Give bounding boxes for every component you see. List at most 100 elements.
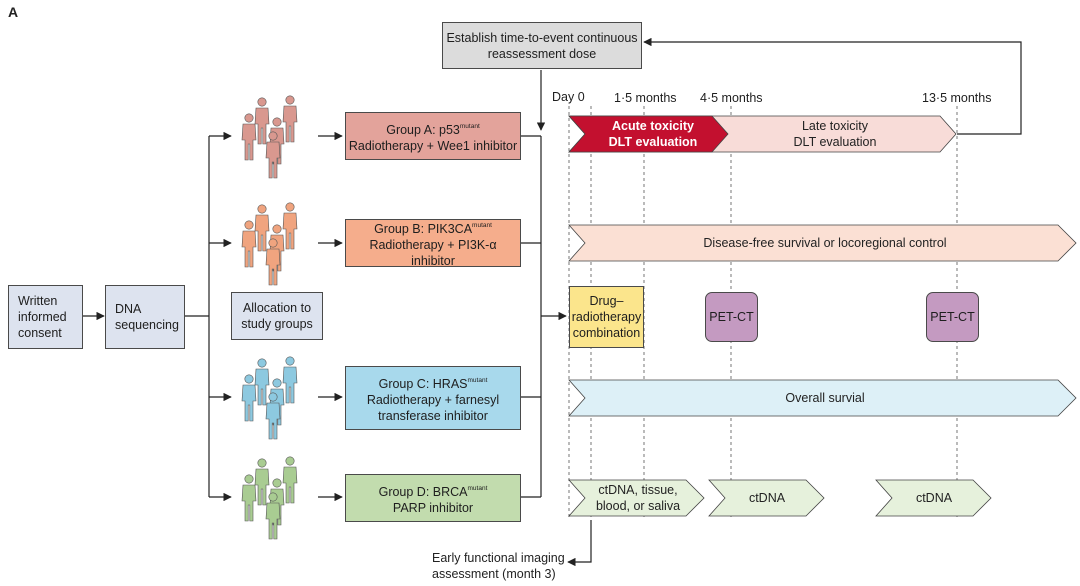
people-group-a-icon — [241, 95, 298, 179]
footer-line-2: assessment (month 3) — [432, 567, 556, 581]
late-toxicity-text: Late toxicity DLT evaluation — [760, 116, 910, 152]
group-c-name: Group C: HRAS — [378, 376, 468, 391]
group-b-name: Group B: PIK3CA — [374, 221, 473, 236]
person-body-icon — [241, 484, 257, 522]
dna-line-1: DNA — [115, 302, 142, 316]
ctdna-chevron-3 — [875, 479, 992, 517]
person-body-icon — [254, 214, 270, 252]
drug-radiotherapy-box: Drug– radiotherapy combination — [569, 286, 644, 348]
person-icon — [268, 392, 278, 402]
acute-line-2: DLT evaluation — [608, 135, 698, 149]
timeline-13-5-months: 13·5 months — [922, 91, 992, 105]
group-b-box: Group B: PIK3CAmutant Radiotherapy + PI3… — [345, 219, 521, 268]
group-a-line-2: Radiotherapy + Wee1 inhibitor — [348, 138, 518, 153]
group-d-line-2: PARP inhibitor — [392, 500, 474, 515]
early-imaging-label: Early functional imaging assessment (mon… — [432, 550, 565, 582]
person-body-icon — [265, 141, 281, 179]
people-group-d-icon — [241, 456, 298, 540]
reassessment-dose-box: Establish time-to-event continuous reass… — [442, 22, 642, 69]
group-d-name: Group D: BRCA — [378, 484, 468, 499]
ctdna-3-text: ctDNA — [915, 491, 953, 505]
dna-sequencing-box: DNA sequencing — [105, 285, 185, 349]
person-icon — [285, 95, 295, 105]
timeline-4-5-months: 4·5 months — [700, 91, 763, 105]
group-a-box: Group A: p53mutant Radiotherapy + Wee1 i… — [345, 112, 521, 160]
pet-ct-box-1: PET-CT — [705, 292, 758, 342]
person-icon — [268, 492, 278, 502]
footer-line-1: Early functional imaging — [432, 551, 565, 565]
people-group-c-icon — [241, 356, 298, 440]
group-a-name: Group A: p53 — [386, 122, 460, 137]
person-icon — [272, 378, 282, 388]
acute-toxicity-chevron — [568, 115, 729, 153]
person-body-icon — [254, 368, 270, 406]
allocation-box: Allocation to study groups — [231, 292, 323, 340]
group-c-box: Group C: HRASmutant Radiotherapy + farne… — [345, 366, 521, 430]
consent-line-1: Written — [18, 294, 58, 308]
ctdna-1-line-2: blood, or saliva — [595, 499, 681, 513]
person-body-icon — [241, 230, 257, 268]
feedback-loop-arrow — [643, 37, 1022, 135]
person-body-icon — [254, 107, 270, 145]
person-body-icon — [241, 123, 257, 161]
allocation-line-2: study groups — [241, 317, 313, 331]
person-icon — [268, 238, 278, 248]
person-icon — [244, 474, 254, 484]
person-body-icon — [282, 366, 298, 404]
consent-line-3: consent — [18, 326, 62, 340]
person-body-icon — [282, 105, 298, 143]
person-icon — [244, 374, 254, 384]
disease-free-survival-chevron — [568, 224, 1077, 262]
informed-consent-box: Written informed consent — [8, 285, 83, 349]
ctdna-chevron-1 — [568, 479, 705, 517]
late-line-1: Late toxicity — [801, 119, 868, 133]
person-body-icon — [265, 402, 281, 440]
person-body-icon — [241, 384, 257, 422]
panel-label: A — [8, 4, 19, 20]
group-a-sup: mutant — [459, 122, 480, 130]
overall-survival-text: Overall survial — [785, 391, 865, 405]
acute-line-1: Acute toxicity — [612, 119, 694, 133]
timeline-day-0: Day 0 — [552, 90, 585, 104]
drug-line-2: radiotherapy — [571, 310, 642, 324]
group-d-box: Group D: BRCAmutant PARP inhibitor — [345, 474, 521, 522]
person-icon — [285, 456, 295, 466]
person-icon — [257, 204, 267, 214]
early-imaging-arrow — [567, 520, 592, 567]
group-b-sup: mutant — [472, 221, 492, 229]
drug-line-3: combination — [572, 326, 641, 340]
person-body-icon — [282, 466, 298, 504]
late-line-2: DLT evaluation — [793, 135, 877, 149]
person-icon — [244, 113, 254, 123]
person-body-icon — [265, 248, 281, 286]
ctdna-chevron-2 — [708, 479, 825, 517]
reassessment-line-1: Establish time-to-event continuous — [446, 30, 638, 45]
ctdna-2-text: ctDNA — [748, 491, 786, 505]
person-body-icon — [254, 468, 270, 506]
person-icon — [285, 202, 295, 212]
group-c-sup: mutant — [467, 376, 488, 384]
consent-line-2: informed — [18, 310, 67, 324]
ctdna-1-text: ctDNA, tissue, blood, or saliva — [584, 480, 692, 516]
person-icon — [257, 458, 267, 468]
group-b-line-2: Radiotherapy + PI3K-α inhibitor — [369, 237, 497, 268]
drug-line-1: Drug– — [589, 294, 624, 308]
people-group-b-icon — [241, 202, 298, 286]
person-icon — [257, 97, 267, 107]
overall-survival-chevron — [568, 379, 1077, 417]
group-d-sup: mutant — [467, 484, 488, 492]
person-icon — [244, 220, 254, 230]
person-icon — [272, 117, 282, 127]
person-icon — [272, 478, 282, 488]
person-icon — [285, 356, 295, 366]
dna-line-2: sequencing — [115, 318, 179, 332]
person-icon — [268, 131, 278, 141]
person-body-icon — [282, 212, 298, 250]
person-icon — [272, 224, 282, 234]
pet-ct-box-2: PET-CT — [926, 292, 979, 342]
allocation-line-1: Allocation to — [242, 301, 312, 315]
group-c-line-2: Radiotherapy + farnesyl — [366, 392, 500, 407]
person-icon — [257, 358, 267, 368]
